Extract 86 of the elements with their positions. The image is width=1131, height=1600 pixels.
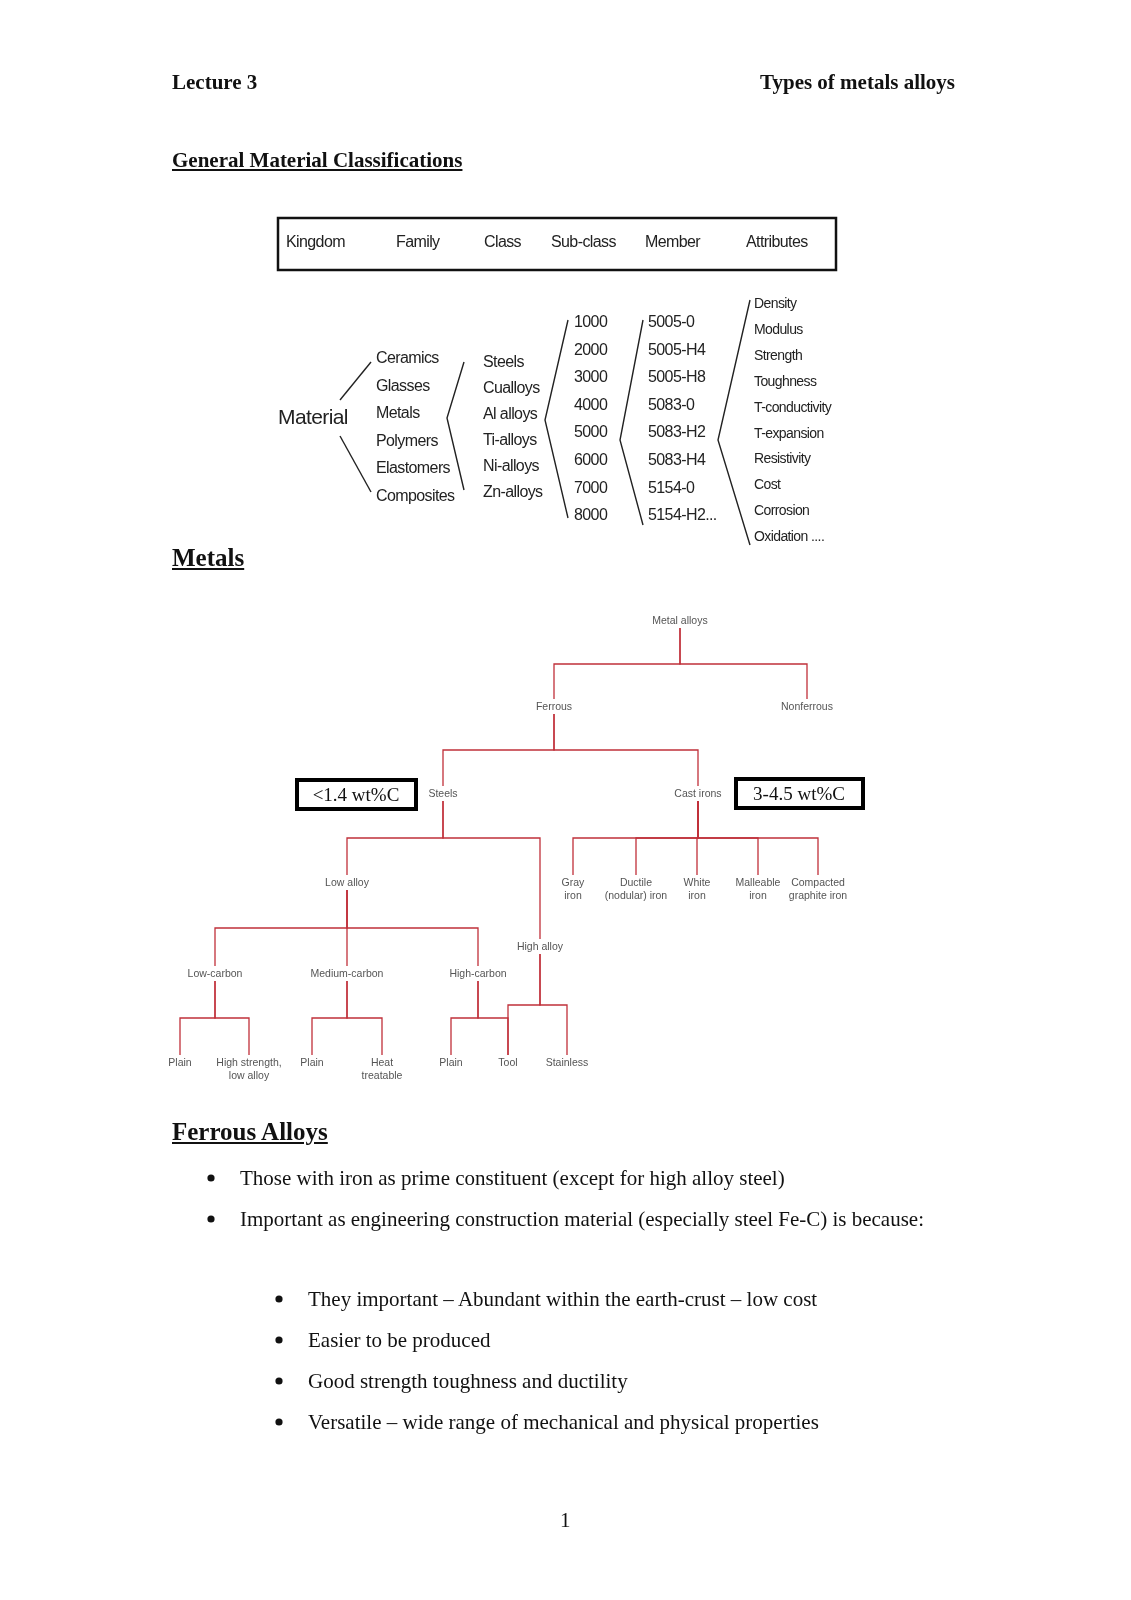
kingdom-term: Material [278,405,348,429]
family-term: Elastomers [376,459,451,477]
tree-label: High strength, low alloy [209,1056,289,1082]
member-code: 5083-0 [648,396,695,414]
connector-line [346,980,383,1056]
bullet-text: Versatile – wide range of mechanical and physical properties [308,1410,819,1434]
member-code: 5154-0 [648,479,695,497]
section-heading: Metals [172,544,245,572]
attribute-term: Corrosion [754,501,810,519]
tree-label: Ductile (nodular) iron [598,876,674,902]
attribute-term: Toughness [754,372,817,390]
tree-label: High alloy [505,940,575,953]
attribute-term: Strength [754,346,803,364]
subclass-code: 8000 [574,506,608,524]
member-code: 5083-H4 [648,451,706,469]
subclass-code: 4000 [574,396,608,414]
section-heading: Ferrous Alloys [172,1118,328,1146]
tree-label: Stainless [537,1056,597,1069]
connector-line [442,800,541,940]
attribute-term: Oxidation .... [754,527,825,545]
class-term: Zn-alloys [483,483,543,501]
class-term: Ni-alloys [483,457,539,475]
connector-line [697,800,819,876]
attribute-term: T-conductivity [754,398,832,416]
tree-label: Gray iron [553,876,593,902]
column-header: Sub-class [551,233,616,251]
tree-label: Plain [160,1056,200,1069]
bullet-text: Those with iron as prime constituent (except for high alloy steel) [240,1166,785,1190]
connector-line [553,713,699,787]
boxed-note: <1.4 wt%C [294,778,418,811]
family-term: Metals [376,404,420,422]
family-term: Ceramics [376,349,439,367]
bullet-text: Important as engineering construction material (especially steel Fe-C) is because: [240,1206,925,1233]
bullet-text: They important – Abundant within the earth-crust – low cost [308,1287,818,1311]
tree-label: Cast irons [663,787,733,800]
tree-label: Medium-carbon [302,967,392,980]
page-number: 1 [560,1508,571,1532]
connector-line [679,627,808,700]
column-header: Attributes [746,233,808,251]
attribute-term: Modulus [754,320,803,338]
tree-label: Low alloy [312,876,382,889]
attribute-term: Cost [754,475,781,493]
member-code: 5005-H8 [648,368,706,386]
tree-label: Tool [488,1056,528,1069]
family-term: Glasses [376,377,430,395]
family-term: Composites [376,487,455,505]
column-header: Member [645,233,701,251]
attribute-term: Density [754,294,797,312]
tree-label: Low-carbon [175,967,255,980]
tree-label: Heat treatable [352,1056,412,1082]
class-term: Steels [483,353,524,371]
tree-label: High-carbon [438,967,518,980]
subclass-code: 3000 [574,368,608,386]
tree-label: Plain [431,1056,471,1069]
subclass-code: 7000 [574,479,608,497]
subclass-code: 5000 [574,423,608,441]
column-header: Class [484,233,521,251]
connector-line [214,980,250,1056]
tree-label: Ferrous [519,700,589,713]
member-code: 5154-H2... [648,506,717,524]
tree-label: White iron [677,876,717,902]
subclass-code: 1000 [574,313,608,331]
family-term: Polymers [376,432,438,450]
bullet-text: Good strength toughness and ductility [308,1369,628,1393]
connector-line [346,889,479,967]
column-header: Family [396,233,440,251]
tree-label: Metal alloys [635,614,725,627]
tree-label: Nonferrous [767,700,847,713]
connector-line [539,953,568,1056]
attribute-term: Resistivity [754,449,811,467]
subclass-code: 2000 [574,341,608,359]
class-term: Al alloys [483,405,538,423]
member-code: 5005-0 [648,313,695,331]
section-heading: General Material Classifications [172,148,463,172]
class-term: Cualloys [483,379,540,397]
member-code: 5005-H4 [648,341,706,359]
bullet-text: Easier to be produced [308,1328,491,1352]
column-header: Kingdom [286,233,345,251]
page-header: Lecture 3 [172,70,258,94]
subclass-code: 6000 [574,451,608,469]
boxed-note: 3-4.5 wt%C [733,777,865,810]
member-code: 5083-H2 [648,423,706,441]
class-term: Ti-alloys [483,431,537,449]
attribute-term: T-expansion [754,424,824,442]
page-header: Types of metals alloys [760,70,956,94]
tree-label: Plain [292,1056,332,1069]
